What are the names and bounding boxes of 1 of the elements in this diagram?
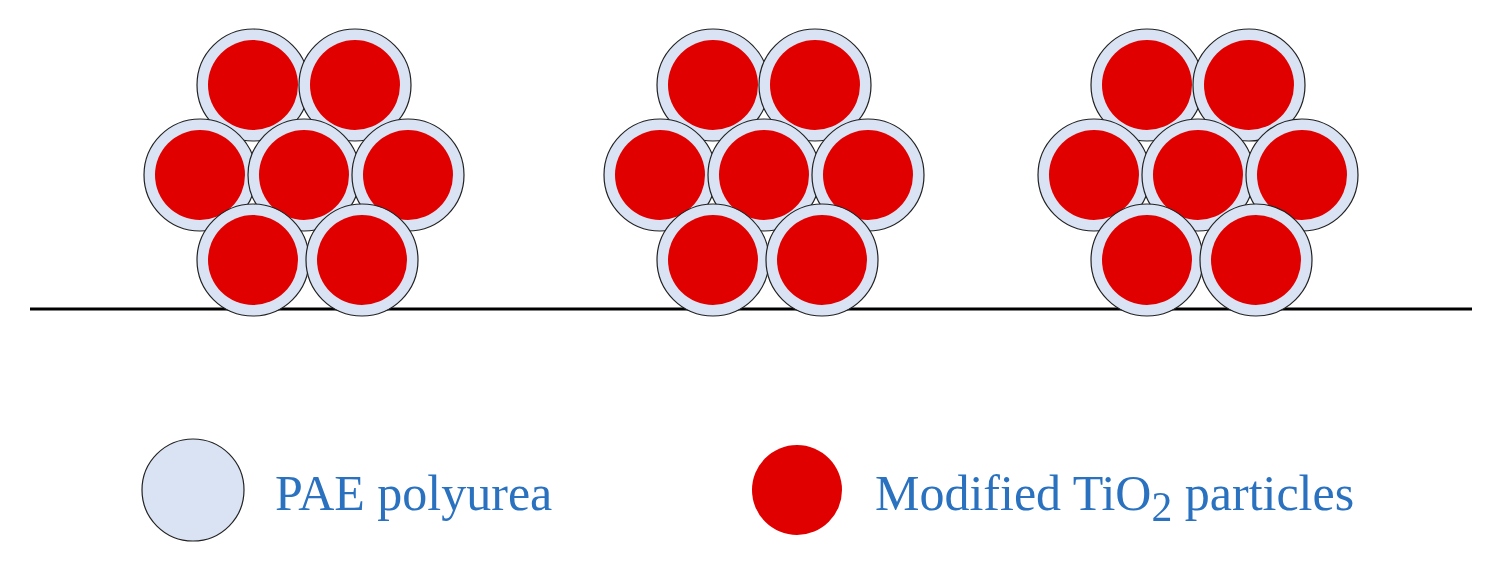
legend-label: Modified TiO$_{2}$ particles	[875, 468, 1355, 529]
